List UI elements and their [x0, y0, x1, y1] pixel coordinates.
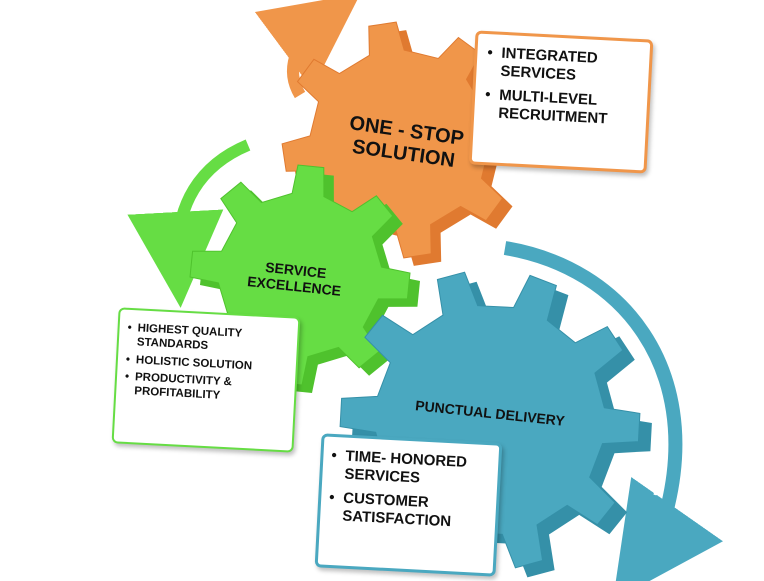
- list-item: CUSTOMER SATISFACTION: [328, 489, 489, 533]
- item-line: HOLISTIC SOLUTION: [135, 353, 253, 372]
- item-line: SATISFACTION: [341, 507, 452, 531]
- list-item: INTEGRATED SERVICES: [486, 44, 642, 88]
- blue-curved-arrow-inner: [509, 260, 663, 496]
- orange-curved-arrow-icon: [254, 0, 361, 99]
- item-line: PROFITABILITY: [133, 385, 221, 402]
- blue-curved-arrow-icon: [503, 241, 723, 581]
- orange-info-box: INTEGRATED SERVICES MULTI-LEVEL RECRUITM…: [468, 30, 654, 174]
- item-line: STANDARDS: [136, 336, 209, 352]
- blue-info-box: TIME- HONORED SERVICES CUSTOMER SATISFAC…: [314, 433, 503, 577]
- list-item: TIME- HONORED SERVICES: [330, 447, 491, 491]
- item-line: SERVICES: [344, 465, 421, 487]
- list-item: PRODUCTIVITY & PROFITABILITY: [124, 371, 287, 407]
- list-item: MULTI-LEVEL RECRUITMENT: [484, 86, 640, 130]
- list-item: HIGHEST QUALITY STANDARDS: [126, 322, 289, 358]
- green-info-box: HIGHEST QUALITY STANDARDS HOLISTIC SOLUT…: [111, 307, 301, 453]
- green-curved-arrow-icon: [127, 139, 251, 308]
- orange-gear-icon: [281, 21, 528, 266]
- item-line: SERVICES: [500, 62, 577, 84]
